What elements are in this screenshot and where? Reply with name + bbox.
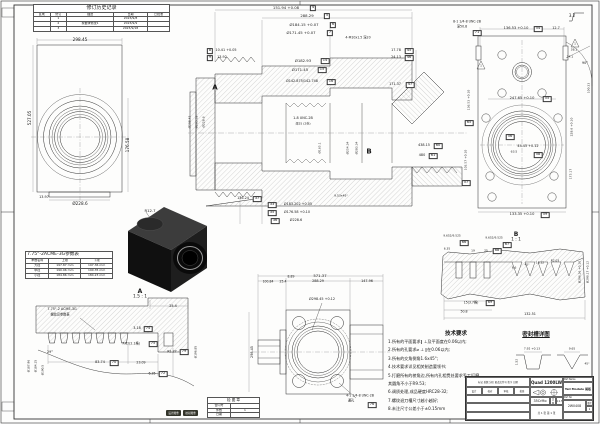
section-view — [188, 9, 468, 224]
bottom-flange-view — [248, 274, 390, 399]
note-line: 8.未注尺寸公差小于±0.15mm — [388, 406, 446, 412]
tb-scale-label: 比例 — [550, 397, 556, 405]
seal-groove-detail-title: 密封槽详图 — [522, 332, 550, 338]
tb-part-no-value: 2W0408 — [563, 400, 586, 412]
notes-title: 技术要求 — [444, 331, 467, 337]
technical-requirements: 技术要求 1.所有的平面要求∥ ⊥及平面度在0.06以内; 2.所有的孔要求⌀ … — [388, 329, 524, 414]
tb-part-name-value: Tail Module 尾板 — [563, 382, 593, 395]
note-line: 其圆角不小于R9.53; — [388, 381, 426, 387]
note-line: 4.技术要求详见相关制造要领书; — [388, 364, 447, 370]
tb-role-audit: 审核 — [498, 387, 514, 395]
design-stamp: 设计图章 — [166, 410, 181, 416]
proof-stamp: 校对图章 — [183, 410, 198, 416]
note-line: 1.所有的平面要求∥ ⊥及平面度在0.06以内; — [388, 339, 467, 344]
tb-scale-value: 1:1.5 — [556, 397, 563, 405]
check-row: 日期 — [207, 412, 260, 419]
tb-part-name-label: Part Name — [563, 377, 593, 382]
title-block: 标记 处数 分区 更改文件号 签字 日期 设计 校对 审核 批准 Quad 12… — [465, 376, 594, 421]
tb-sheet-info: 共 1 张 第 1 张 — [530, 405, 563, 420]
tb-spare-cell — [563, 412, 593, 420]
note-line: 7.螺纹退刀槽尺寸越小越好; — [388, 397, 439, 403]
revision-history-table: 修订历史记录 区域 修订 描述 日期 已批准 1 2023/9/8 2 按要求修… — [33, 4, 171, 33]
revision-table-title: 修订历史记录 — [33, 4, 170, 13]
tb-role-check: 校对 — [482, 387, 498, 395]
right-flange-view — [475, 27, 593, 213]
left-front-view — [31, 38, 129, 201]
param-table-title: 7.75"-2ACME-3G参数表 — [25, 251, 113, 259]
tb-sign-row — [466, 412, 530, 420]
surface-finish-symbol — [569, 12, 584, 22]
tb-header-row: 标记 处数 分区 更改文件号 签字 日期 — [466, 377, 530, 387]
tb-material-value: 35CrMo — [530, 397, 550, 405]
revision-row: 3 2023/9/18 — [33, 26, 171, 33]
note-line: 3.所有的交角倒角1.6x45°; — [388, 355, 439, 361]
tb-version-value: 1 — [586, 406, 593, 412]
projection-symbol — [532, 388, 558, 396]
detail-b-view — [440, 248, 586, 320]
tb-projection-symbols — [530, 387, 563, 397]
tb-role-approve: 批准 — [514, 387, 530, 395]
tb-sign-row — [466, 403, 530, 412]
seal-groove-profiles — [516, 351, 588, 370]
tb-role-design: 设计 — [466, 387, 482, 395]
tb-version-label: 版次 — [586, 400, 593, 406]
tb-project-name: Quad 1200LW — [530, 377, 563, 387]
note-line: 5.打磨所有的棱角边,所有内孔相贯处要求手工打磨, — [388, 372, 481, 378]
note-line: 2.所有的孔要求⌀ ⊥ ∥在0.06以内; — [388, 347, 450, 353]
detail-a-view — [35, 297, 195, 387]
tb-part-no-label: Part No — [563, 395, 593, 400]
tb-sign-row — [466, 395, 530, 403]
note-line: 6.调质处理,成品硬度HRC28-32; — [388, 389, 448, 395]
param-table-header: 参数名称 上限 下限 — [24, 257, 113, 264]
3d-part-render — [128, 207, 207, 292]
